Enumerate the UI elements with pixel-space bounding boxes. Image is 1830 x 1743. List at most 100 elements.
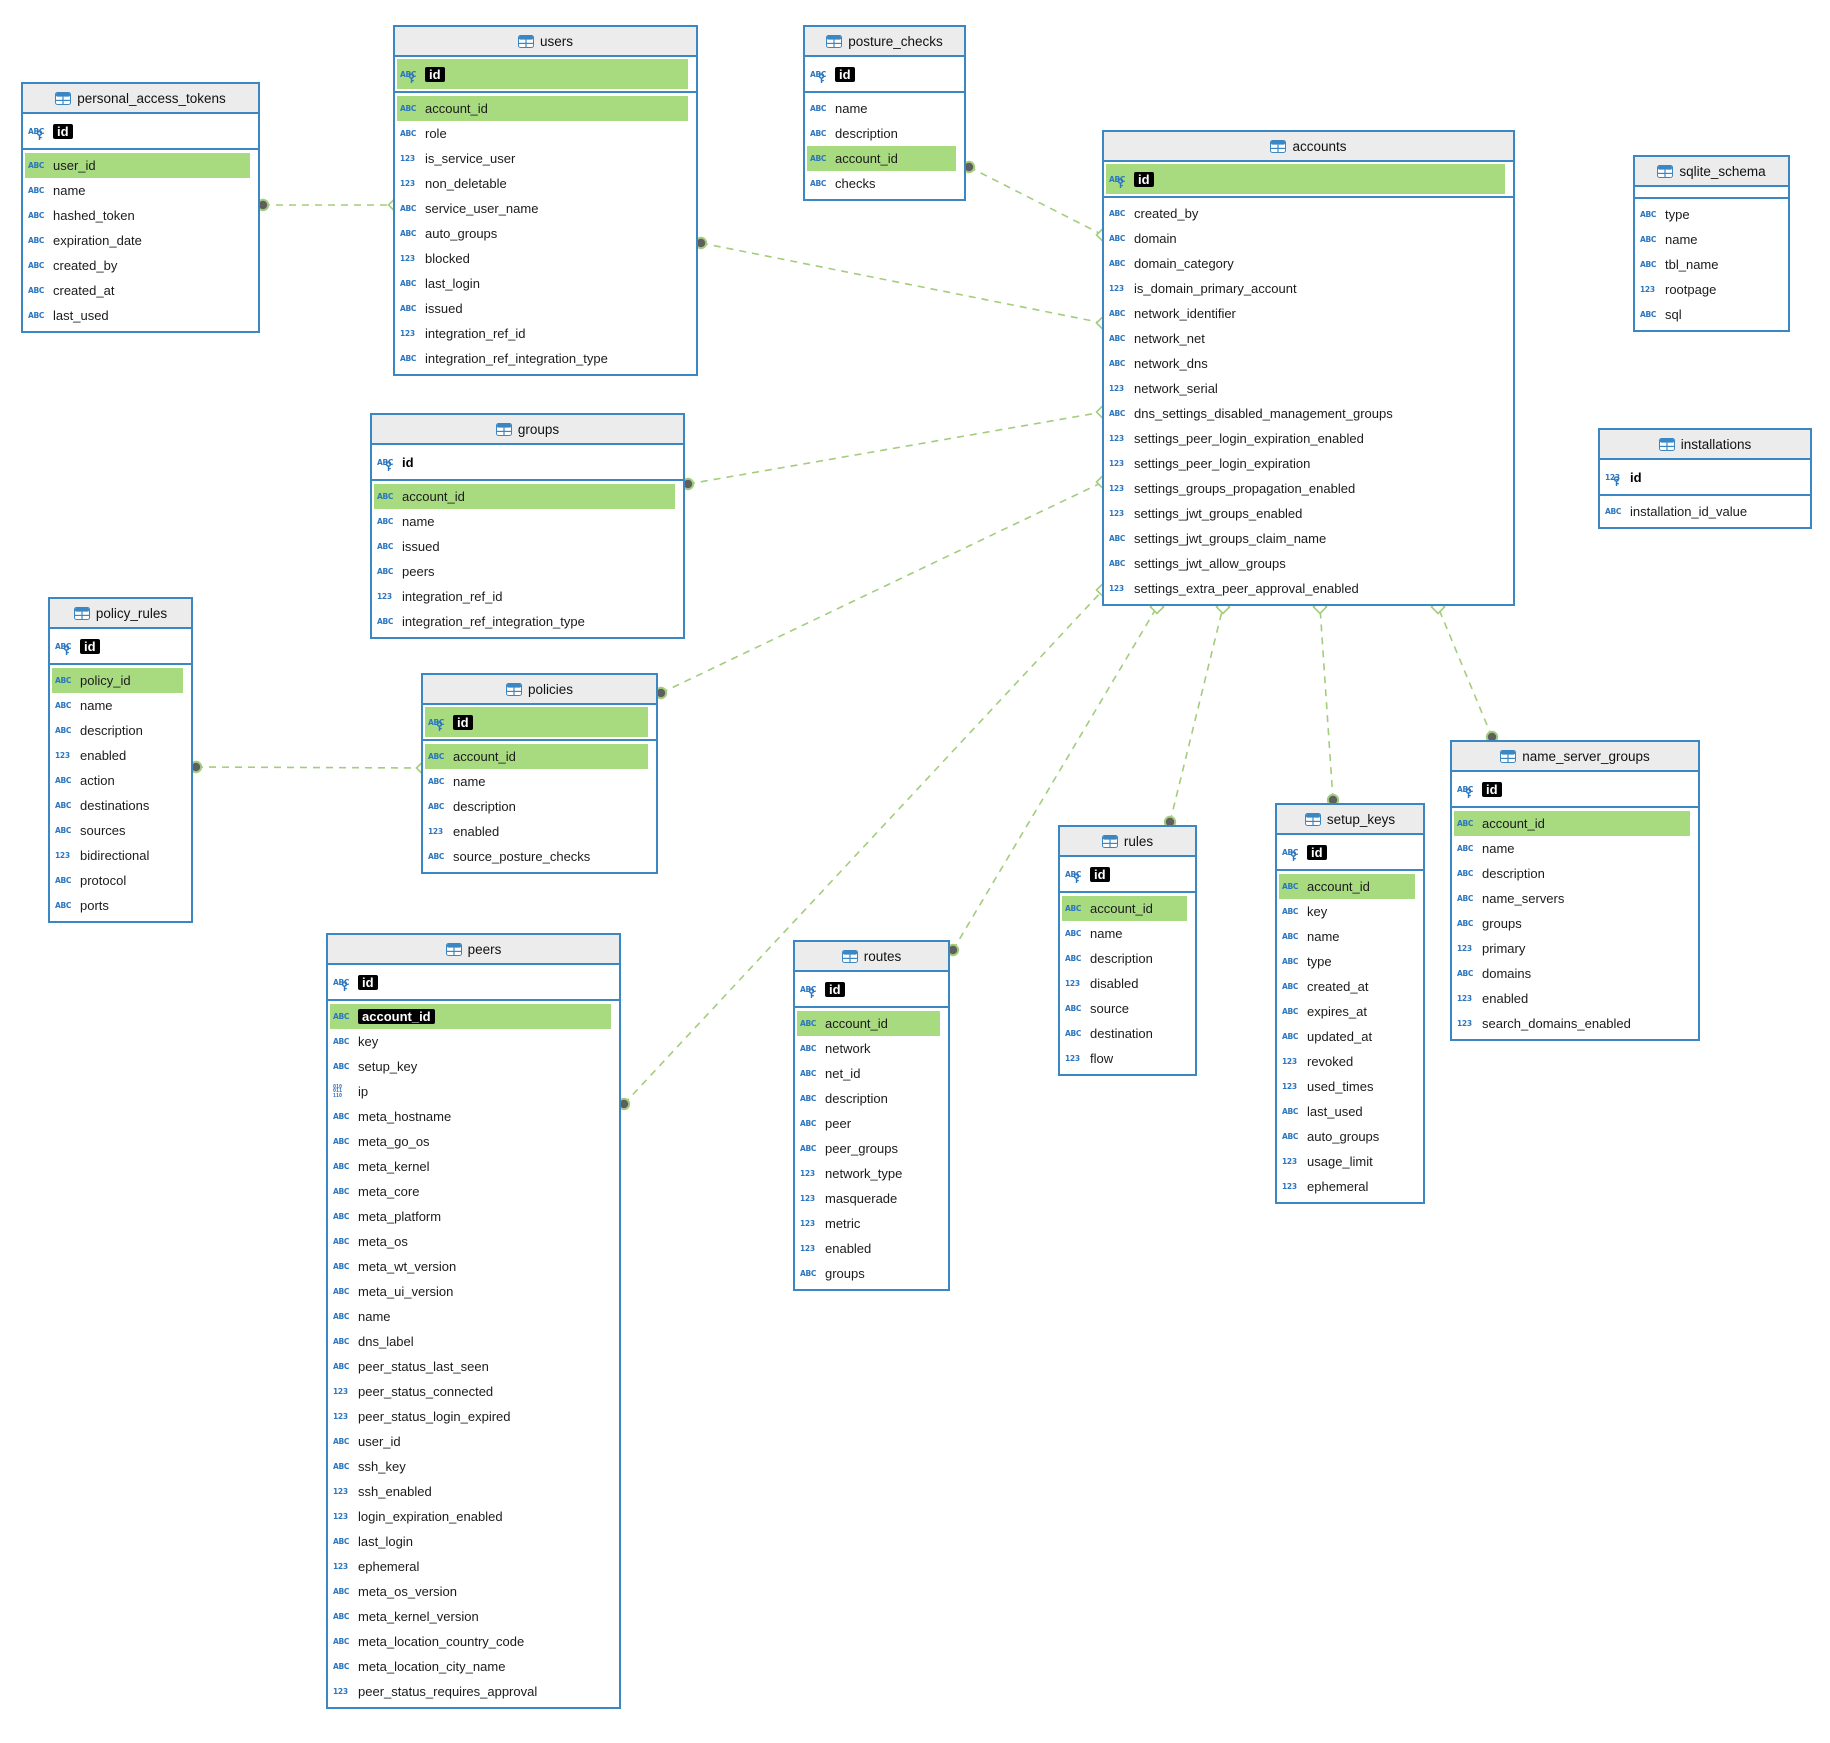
table-header[interactable]: posture_checks — [805, 27, 964, 57]
relation-line[interactable] — [700, 242, 1104, 324]
table-header[interactable]: accounts — [1104, 132, 1513, 162]
table-header[interactable]: setup_keys — [1277, 805, 1423, 835]
relation-setup_keys-to-accounts[interactable] — [1312, 599, 1340, 807]
relation-line[interactable] — [1437, 606, 1493, 738]
relation-line[interactable] — [687, 411, 1104, 485]
relation-personal_access_tokens-to-users[interactable] — [256, 197, 403, 213]
table-header[interactable]: installations — [1600, 430, 1810, 460]
relation-line[interactable] — [968, 166, 1104, 236]
relation-line[interactable] — [1319, 606, 1334, 801]
relation-rules-to-accounts[interactable] — [1163, 599, 1231, 829]
relation-groups-to-accounts[interactable] — [681, 404, 1111, 491]
table-header[interactable]: users — [395, 27, 696, 57]
relation-posture_checks-to-accounts[interactable] — [962, 160, 1111, 243]
table-header[interactable]: name_server_groups — [1452, 742, 1698, 772]
table-header[interactable]: sqlite_schema — [1635, 157, 1788, 187]
relation-policy_rules-to-policies[interactable] — [189, 760, 431, 776]
relation-policies-to-accounts[interactable] — [654, 474, 1111, 700]
relation-name_server_groups-to-accounts[interactable] — [1430, 599, 1499, 744]
relation-line[interactable] — [195, 766, 424, 769]
relation-line[interactable] — [1169, 606, 1224, 823]
